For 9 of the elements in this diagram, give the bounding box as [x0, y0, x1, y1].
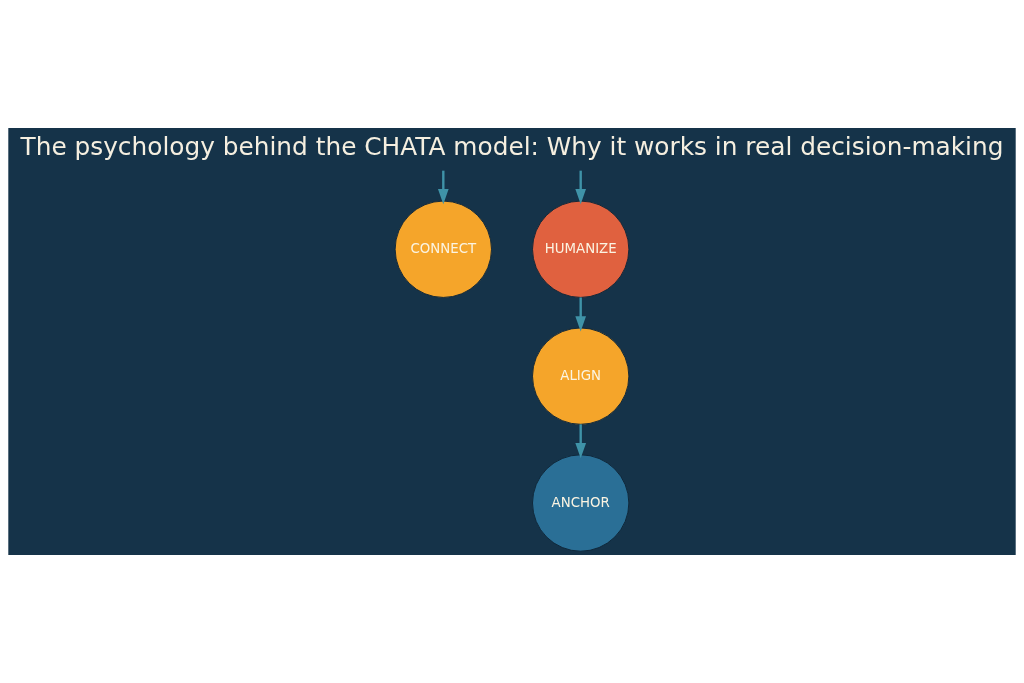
- arrow: [575, 424, 587, 459]
- node-circle: CONNECT: [394, 200, 492, 298]
- diagram-title: The psychology behind the CHATA model: Why it works in real decision-making: [20, 132, 1004, 162]
- node-circle: HUMANIZE: [532, 200, 630, 298]
- node-circle: ANCHOR: [532, 454, 630, 552]
- arrow: [575, 170, 587, 205]
- arrow: [437, 170, 449, 205]
- node-circle: ALIGN: [532, 327, 630, 425]
- arrow: [575, 297, 587, 332]
